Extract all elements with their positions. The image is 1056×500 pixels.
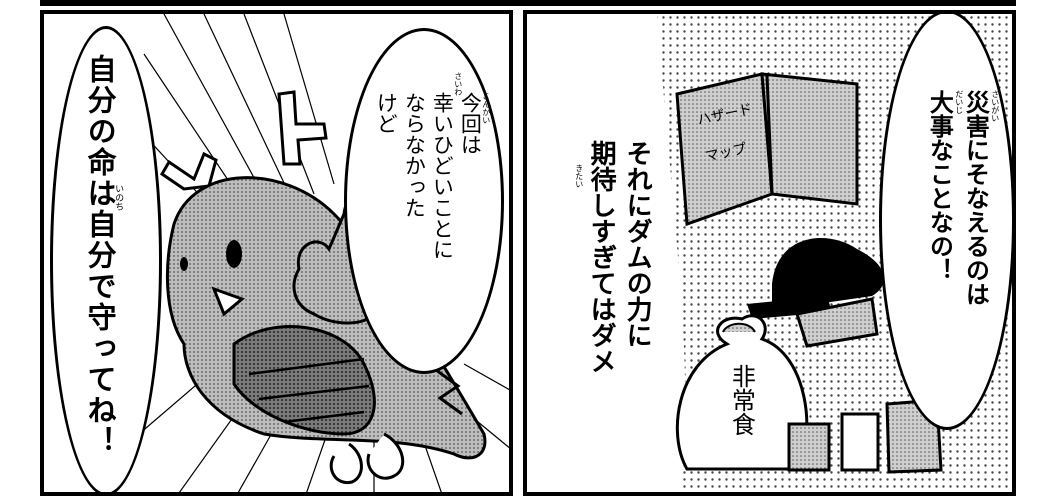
speech-bubble-right xyxy=(879,14,1012,430)
speech-right-line-2: 大事なことなの！ xyxy=(925,90,954,282)
emergency-bag-label: 非常食 xyxy=(727,364,756,436)
speech-side-line-1: 今回は xyxy=(458,92,483,155)
cap xyxy=(747,238,884,348)
speech-bubble-main xyxy=(50,26,162,492)
speech-side-line-3: ならなかった xyxy=(402,92,427,218)
panel-left: 自分の命は自分で守ってね！ いのち 今回は 幸いひどいことに ならなかった けど… xyxy=(40,10,513,496)
speech-bubble-side xyxy=(344,28,504,374)
speech-main-text: 自分の命は自分で守ってね！ xyxy=(83,54,118,457)
narration-line-2: 期待しすぎてはダメ xyxy=(586,140,617,374)
ruby-saigai: さいがい xyxy=(990,90,1000,122)
speech-side-line-2: 幸いひどいことに xyxy=(430,92,455,260)
ruby-kitai: きたい xyxy=(574,164,584,188)
ruby-saiwai: さいわ xyxy=(453,72,463,96)
narration-line-1: それにダムの力に xyxy=(622,140,653,348)
panel-right: ハザード マップ 非常食 それにダムの力に 期待しすぎてはダメ きたい 災害にそ… xyxy=(523,10,1016,496)
ruby-inochi: いのち xyxy=(113,184,124,211)
emergency-bag xyxy=(675,314,809,471)
speech-side-line-4: けど xyxy=(374,92,399,134)
speech-right-line-1: 災害にそなえるのは xyxy=(961,90,990,306)
top-border xyxy=(40,0,1016,6)
ruby-daiji: だいじ xyxy=(954,90,964,114)
ruby-konkai: こんかい xyxy=(481,92,491,124)
hazard-map-book xyxy=(675,72,859,227)
